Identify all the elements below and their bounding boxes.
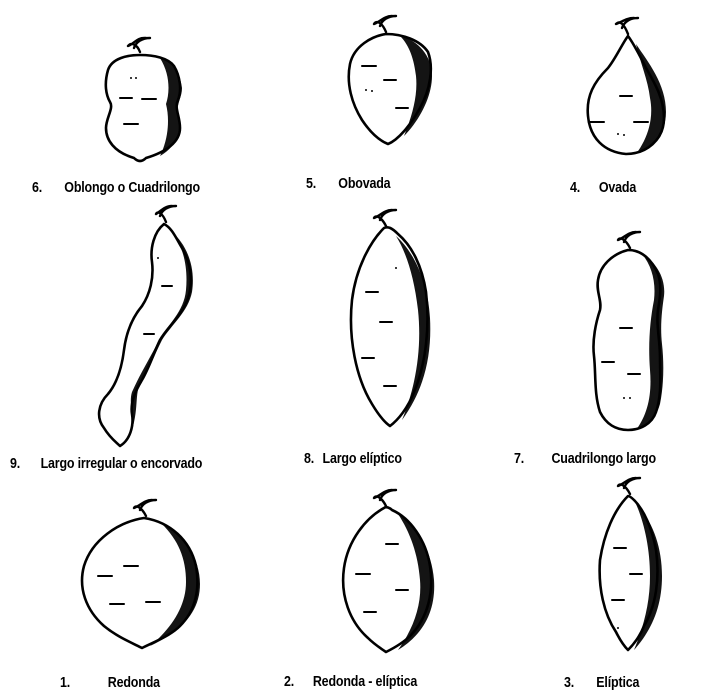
root-oblongo-cuadrilongo [106,38,182,161]
caption-number: 7. [514,451,524,467]
caption-number: 9. [10,456,20,472]
caption-number: 1. [60,675,70,691]
caption-label: Redonda - elíptica [313,674,417,690]
caption-largo-eliptico: 8. Largo elíptico [304,451,402,467]
caption-redonda: 1. Redonda [60,675,160,691]
caption-obovada: 5. Obovada [306,176,390,192]
root-largo-irregular [99,206,193,446]
caption-label: Redonda [108,675,160,691]
root-cuadrilongo-largo [593,232,664,430]
root-redonda-eliptica [343,490,434,652]
caption-eliptica: 3. Elíptica [564,675,639,691]
root-redonda [82,500,200,648]
caption-label: Obovada [338,176,390,192]
caption-number: 4. [570,180,580,196]
caption-label: Ovada [599,180,636,196]
caption-oblongo-cuadrilongo: 6. Oblongo o Cuadrilongo [32,180,200,196]
caption-largo-irregular: 9. Largo irregular o encorvado [10,456,202,472]
caption-redonda-eliptica: 2. Redonda - elíptica [284,674,417,690]
caption-number: 5. [306,176,316,192]
caption-number: 6. [32,180,42,196]
caption-number: 2. [284,674,294,690]
caption-number: 8. [304,451,314,467]
caption-label: Oblongo o Cuadrilongo [64,180,200,196]
caption-label: Elíptica [596,675,639,691]
root-eliptica [600,478,662,650]
root-largo-eliptico [351,210,430,426]
caption-number: 3. [564,675,574,691]
caption-ovada: 4. Ovada [570,180,636,196]
caption-label: Largo irregular o encorvado [41,456,203,472]
root-ovada [588,18,666,154]
caption-cuadrilongo-largo: 7. Cuadrilongo largo [514,451,656,467]
root-obovada [349,16,432,144]
caption-label: Largo elíptico [323,451,402,467]
caption-label: Cuadrilongo largo [551,451,655,467]
